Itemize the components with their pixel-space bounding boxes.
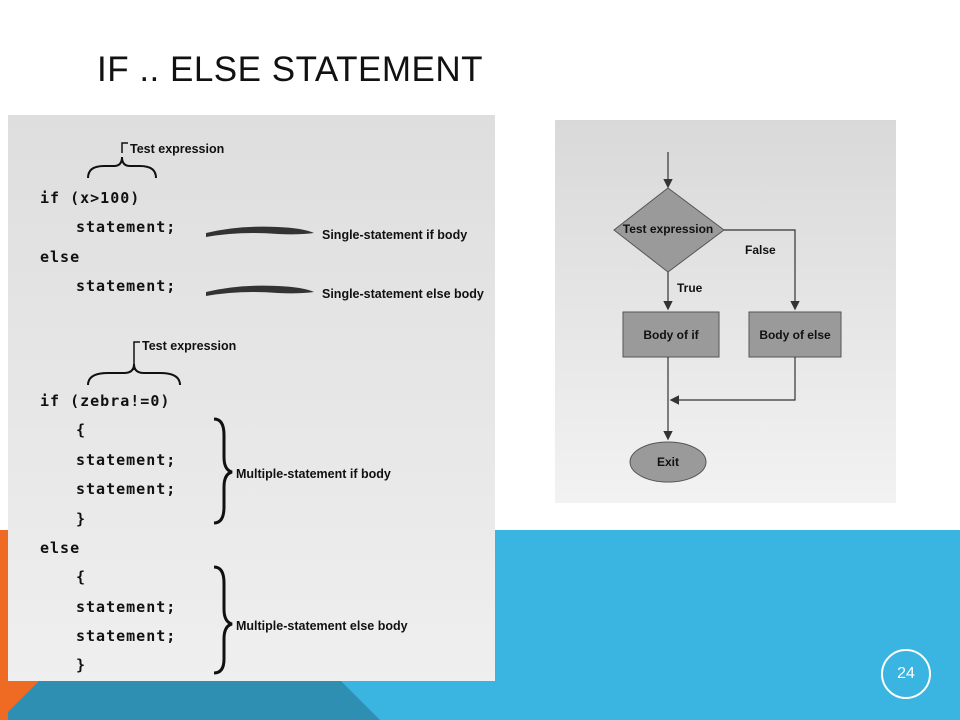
false-branch-arrow [724,229,800,311]
true-label: True [677,281,703,295]
code-statement: statement; [76,627,176,645]
test-expression-label: Test expression [142,339,236,353]
code-statement: statement; [76,480,176,498]
code-statement: statement; [76,598,176,616]
code-close-brace: } [76,510,86,528]
slide-title: IF .. ELSE STATEMENT [97,50,483,89]
test-expression-label: Test expression [130,142,224,156]
if-body-label: Body of if [643,328,699,342]
test-expression-brace [87,363,181,386]
slide-number-badge: 24 [881,649,931,699]
code-statement: statement; [76,277,176,295]
code-open-brace: { [76,568,86,586]
code-else-line: else [40,248,80,266]
false-label: False [745,243,776,257]
if-body-brace [213,417,233,525]
if-body-swoosh [206,226,314,237]
code-statement: statement; [76,218,176,236]
else-body-label: Body of else [759,328,831,342]
code-if-line: if (zebra!=0) [40,392,170,410]
else-body-swoosh [206,285,314,296]
syntax-diagram: Test expression if (x>100) statement; Si… [40,142,484,675]
multi-else-label: Multiple-statement else body [236,619,408,633]
single-else-label: Single-statement else body [322,287,484,301]
multi-if-label: Multiple-statement if body [236,467,391,481]
else-body-brace [213,565,233,675]
code-if-line: if (x>100) [40,189,140,207]
else-merge-arrow [669,357,796,405]
code-close-brace: } [76,656,86,674]
test-expression-brace [87,156,157,179]
exit-label: Exit [657,455,679,469]
test-expression-pointer [133,341,140,370]
if-else-flowchart: Test expression False True Body of if Bo… [555,120,896,503]
else-body-box [748,311,842,358]
decision-label: Test expression [623,222,713,236]
if-else-syntax-figure: Test expression if (x>100) statement; Si… [8,115,495,681]
exit-terminal [629,441,707,483]
single-if-label: Single-statement if body [322,228,467,242]
background-dark-band [0,680,380,720]
if-body-box [622,311,720,358]
code-else-line: else [40,539,80,557]
code-statement: statement; [76,451,176,469]
test-expression-pointer [121,142,128,153]
code-open-brace: { [76,421,86,439]
flowchart-diagram: Test expression False True Body of if Bo… [613,152,842,483]
background-orange-strip [0,530,8,720]
